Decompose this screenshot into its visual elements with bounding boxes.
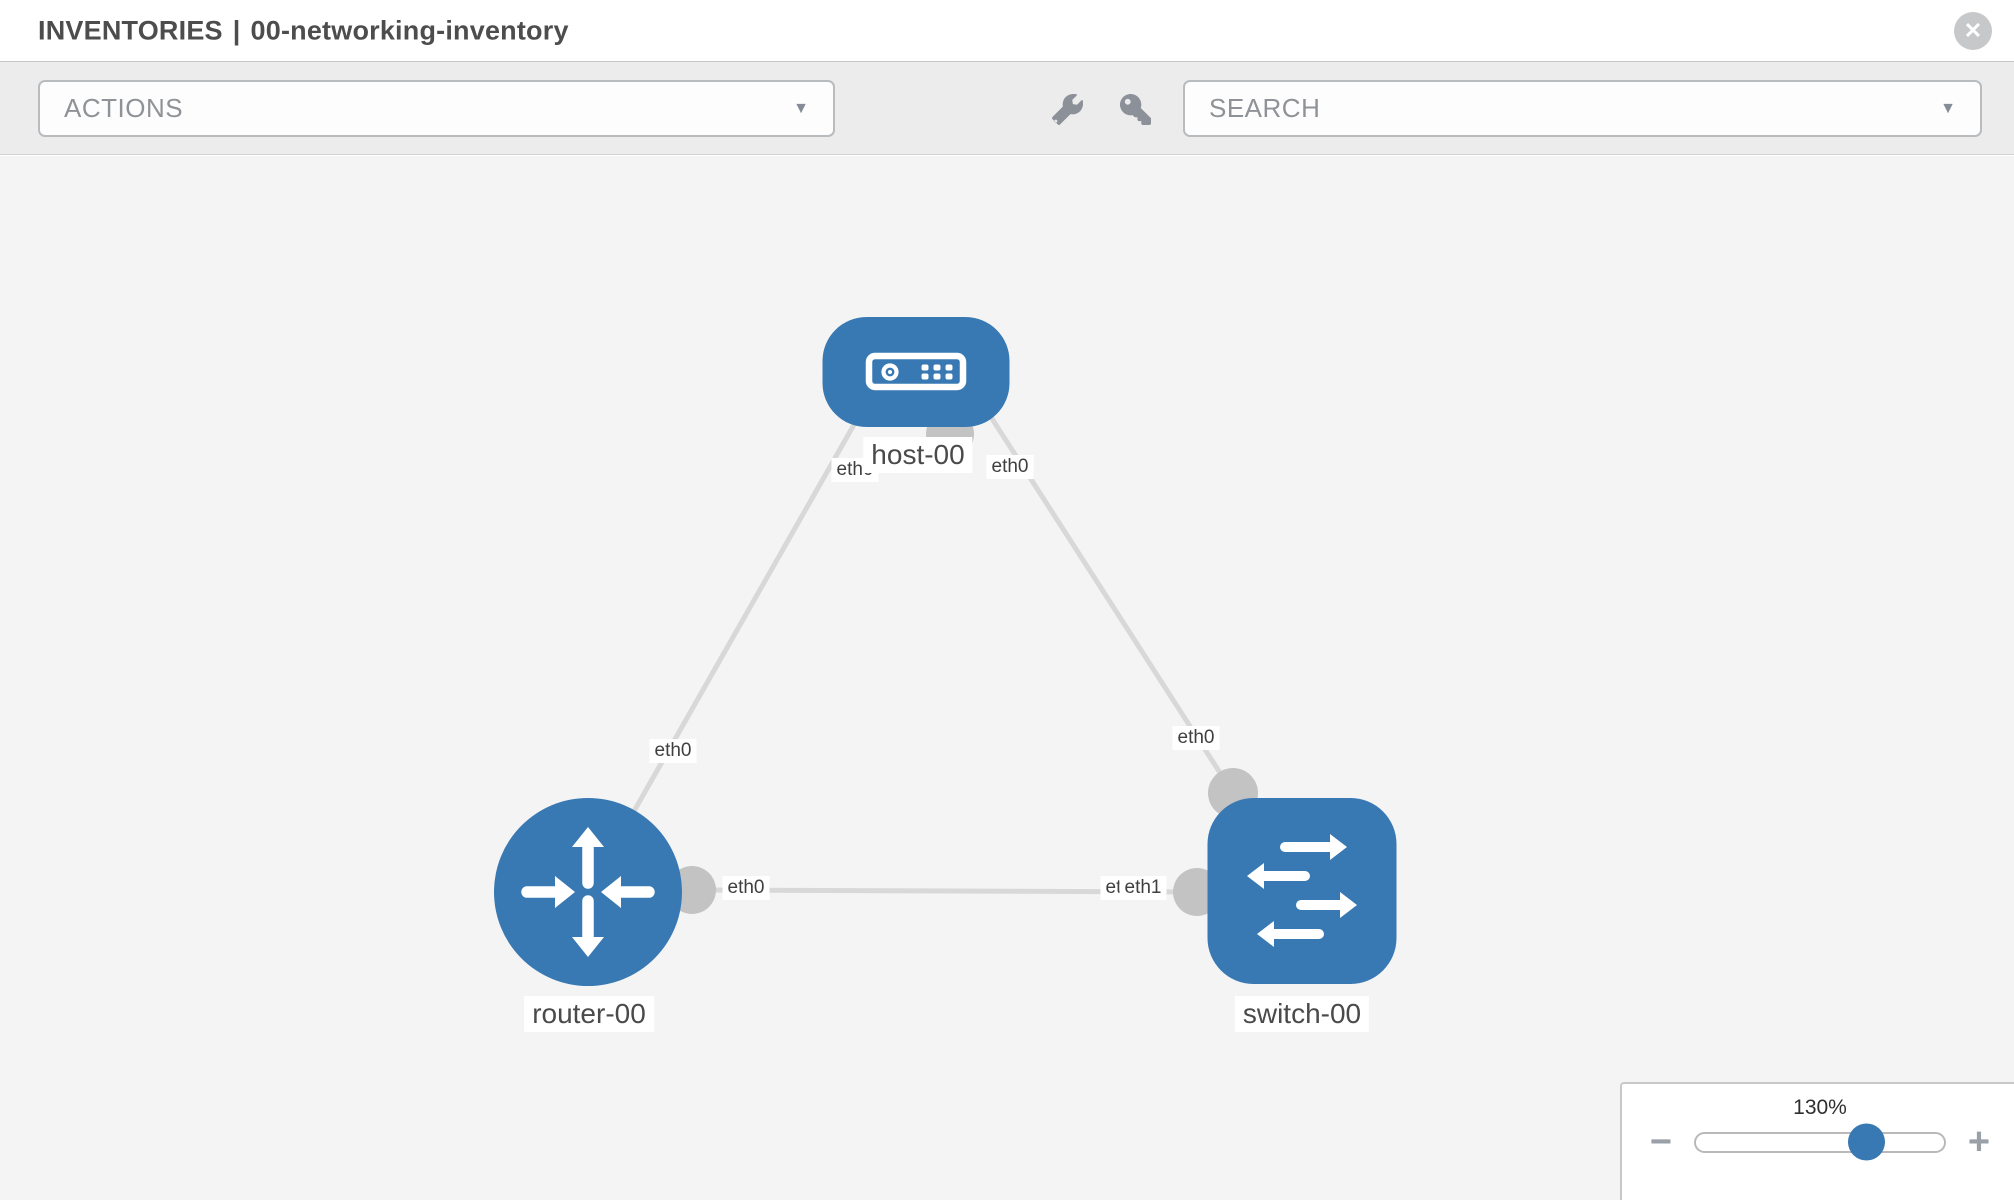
page-title: INVENTORIES | 00-networking-inventory: [38, 15, 569, 46]
link-host-00-router-00[interactable]: [585, 397, 871, 895]
interface-label: eth1: [1119, 876, 1167, 900]
actions-dropdown-label: ACTIONS: [64, 93, 184, 123]
switch-icon: [1247, 834, 1357, 947]
topology-svg: [494, 317, 1397, 986]
node-router-00[interactable]: [494, 798, 682, 986]
wrench-icon[interactable]: [1052, 93, 1083, 125]
search-dropdown[interactable]: SEARCH ▼: [1183, 80, 1982, 137]
interface-label: eth0: [1172, 726, 1220, 750]
toolbar: ACTIONS ▼ SEARCH ▼: [0, 61, 2014, 155]
host-icon: [865, 352, 967, 391]
key-icon[interactable]: [1120, 93, 1151, 125]
title-separator: |: [232, 15, 241, 45]
zoom-control-panel: 130% − +: [1620, 1082, 2014, 1200]
zoom-slider-row: − +: [1622, 1123, 2014, 1161]
close-icon: ✕: [1963, 18, 1983, 43]
search-dropdown-label: SEARCH: [1209, 93, 1321, 123]
zoom-out-button[interactable]: −: [1640, 1123, 1682, 1161]
zoom-slider-thumb[interactable]: [1848, 1123, 1885, 1161]
interface-label: eth0: [986, 455, 1034, 479]
title-section: INVENTORIES: [38, 15, 223, 45]
interface-label: eth0: [722, 876, 770, 900]
actions-dropdown[interactable]: ACTIONS ▼: [38, 80, 835, 137]
title-inventory-name: 00-networking-inventory: [250, 15, 569, 45]
zoom-in-button[interactable]: +: [1958, 1123, 2000, 1161]
node-host-00[interactable]: [822, 317, 1010, 427]
node-label-router-00: router-00: [524, 996, 654, 1032]
node-label-switch-00: switch-00: [1234, 996, 1370, 1032]
zoom-level-label: 130%: [1793, 1096, 1847, 1119]
node-switch-00[interactable]: [1207, 798, 1397, 984]
zoom-slider-track[interactable]: [1694, 1123, 1946, 1161]
topology-canvas[interactable]: eth0eth0eth0eth0eth0eth0eth1host-00route…: [0, 156, 2014, 1200]
header: INVENTORIES | 00-networking-inventory ✕: [0, 0, 2014, 61]
chevron-down-icon: ▼: [793, 99, 809, 117]
router-icon: [521, 827, 655, 957]
interface-label: eth0: [649, 739, 697, 763]
chevron-down-icon: ▼: [1940, 99, 1956, 117]
toolbar-tools: [1052, 62, 1151, 156]
node-label-host-00: host-00: [863, 437, 973, 473]
close-button[interactable]: ✕: [1954, 12, 1992, 50]
